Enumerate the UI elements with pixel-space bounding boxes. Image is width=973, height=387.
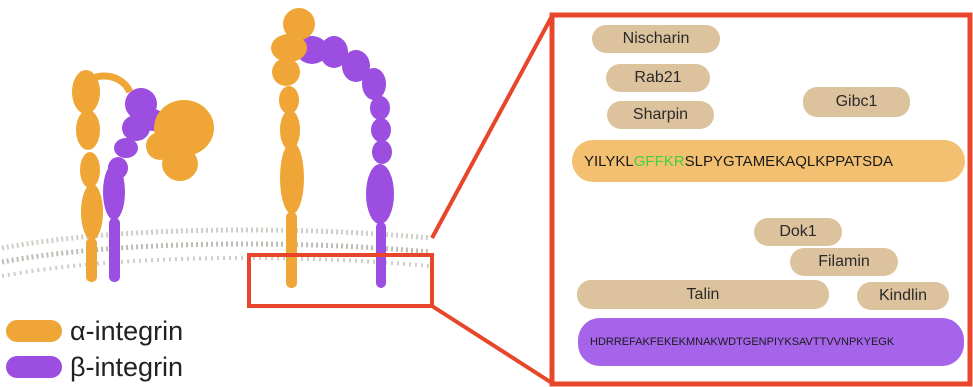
beta-swatch [6,356,62,378]
bent-integrin [72,70,214,282]
legend: α-integrin β-integrin [0,310,240,387]
legend-alpha: α-integrin [0,314,183,348]
alpha-swatch [6,320,62,342]
alpha-label: α-integrin [70,316,183,347]
alpha-sequence-suffix: SLPYGTAMEKAQLKPPATSDA [685,153,893,170]
beta-tail-sequence: HDRREFAKFEKEKMNAKWDTGENPIYKSAVTTVVNPKYEG… [578,318,964,366]
alpha-sequence-prefix: YILYKL [584,153,634,170]
gibc1-chip: Gibc1 [803,87,910,117]
talin-chip: Talin [577,280,829,309]
dok1-chip: Dok1 [754,218,842,246]
bent-beta-subunit [103,88,165,282]
nischarin-chip: Nischarin [592,25,720,53]
rab21-chip: Rab21 [606,64,710,92]
kindlin-chip: Kindlin [857,282,949,310]
beta-label: β-integrin [70,352,183,383]
legend-beta: β-integrin [0,350,183,384]
cell-membrane [2,230,430,276]
sharpin-chip: Sharpin [607,101,714,129]
extended-beta-subunit [296,36,394,288]
gffkr-motif: GFFKR [634,153,685,170]
filamin-chip: Filamin [790,248,898,276]
